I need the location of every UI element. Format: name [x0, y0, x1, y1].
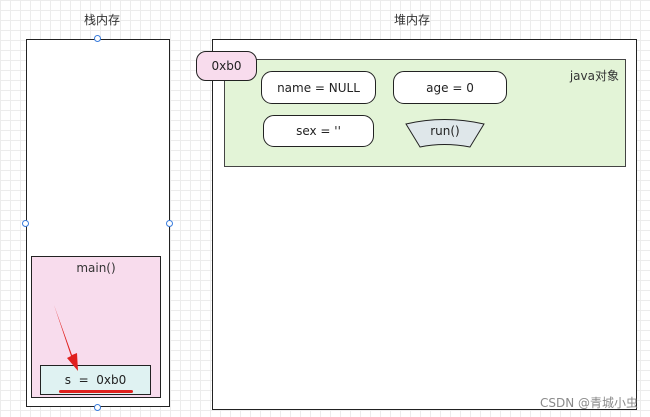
method-shape [405, 119, 485, 148]
resize-handle-bottom[interactable] [94, 404, 101, 411]
resize-handle-left[interactable] [22, 220, 29, 227]
method-arc-icon [405, 119, 485, 148]
watermark: CSDN @青城小虫 [539, 396, 638, 410]
field-name: name = NULL [261, 71, 376, 104]
main-frame-label: main() [76, 261, 116, 275]
stack-memory-title: 栈内存 [84, 13, 121, 27]
highlight-underline [59, 390, 133, 393]
red-arrow-shape [54, 305, 78, 371]
field-sex: sex = '' [263, 115, 374, 147]
field-age: age = 0 [393, 71, 507, 104]
resize-handle-right[interactable] [166, 220, 173, 227]
method-run-label: run() [430, 124, 460, 138]
object-address-tag: 0xb0 [196, 51, 257, 81]
resize-handle-top[interactable] [94, 35, 101, 42]
java-object-label: java对象 [569, 69, 619, 83]
heap-memory-title: 堆内存 [394, 13, 431, 27]
